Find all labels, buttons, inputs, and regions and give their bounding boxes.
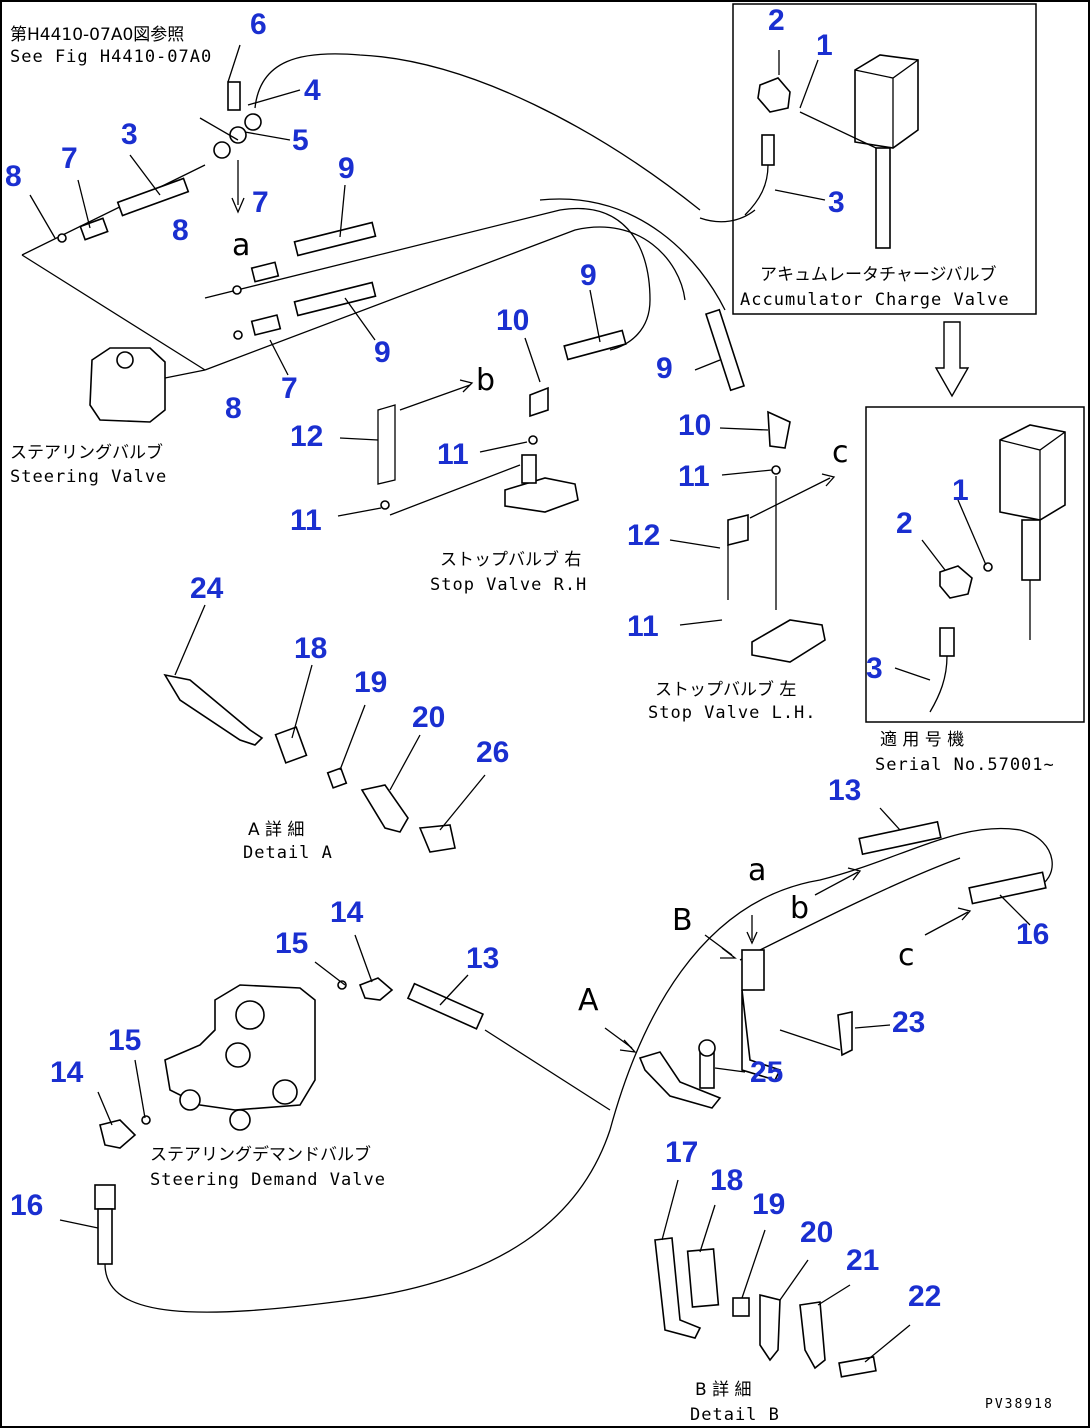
part-number: 7 <box>252 186 269 219</box>
drawing-code: PV38918 <box>985 1397 1054 1412</box>
part-number: 11 <box>290 504 322 537</box>
part-number: 15 <box>108 1024 141 1057</box>
part-number: 15 <box>275 927 308 960</box>
stop-valve-rh-jp: ストップバルブ 右 <box>440 549 581 570</box>
part-number: 17 <box>665 1136 698 1169</box>
part-number: 9 <box>338 152 355 185</box>
see-fig-en: See Fig H4410-07A0 <box>10 47 212 67</box>
part-number: 8 <box>5 160 22 193</box>
stop-valve-lh-en: Stop Valve L.H. <box>648 703 817 723</box>
part-number: 19 <box>752 1188 785 1221</box>
steering-valve-jp: ステアリングバルブ <box>10 442 163 463</box>
detail-b-jp: B 詳 細 <box>695 1380 751 1400</box>
part-number: 14 <box>50 1056 84 1089</box>
part-number: 21 <box>846 1244 879 1277</box>
part-number: 13 <box>466 942 499 975</box>
part-number: 7 <box>281 372 298 405</box>
transition-arrow <box>934 321 970 398</box>
inset-box-serial <box>865 406 1085 723</box>
part-number: 8 <box>172 214 189 247</box>
leader-lines <box>29 44 1031 1363</box>
detail-a-en: Detail A <box>243 843 333 863</box>
part-number: 2 <box>768 4 785 37</box>
annotation-text: 第H4410-07A0図参照 See Fig H4410-07A0 アキュムレー… <box>10 25 1055 1425</box>
part-number: 5 <box>292 124 309 157</box>
serial-variant-drawing <box>929 424 1066 713</box>
part-number: 9 <box>580 259 597 292</box>
part-number: 9 <box>656 352 673 385</box>
part-number: 4 <box>304 74 321 107</box>
part-number: 20 <box>412 701 445 734</box>
lower-piping <box>94 820 1053 1313</box>
part-number: 25 <box>750 1056 783 1089</box>
part-number: 26 <box>476 736 509 769</box>
part-number: 23 <box>892 1006 925 1039</box>
part-number: 2 <box>896 507 913 540</box>
serial-en: Serial No.57001~ <box>875 755 1055 775</box>
part-number: 1 <box>952 474 969 507</box>
part-number: 24 <box>190 572 224 605</box>
part-number: 20 <box>800 1216 833 1249</box>
letter-big-b: B <box>672 903 693 938</box>
part-number: 10 <box>678 409 711 442</box>
part-number: 16 <box>1016 918 1049 951</box>
part-number: 14 <box>330 896 364 929</box>
part-number: 1 <box>816 29 833 62</box>
serial-jp: 適 用 号 機 <box>880 730 964 750</box>
steering-valve-en: Steering Valve <box>10 467 167 487</box>
part-number: 18 <box>710 1164 743 1197</box>
reference-letters: a b c a b c A B <box>232 228 915 1018</box>
letter-c-lower: c <box>898 938 915 973</box>
detail-a-jp: A 詳 細 <box>248 820 304 840</box>
part-number: 12 <box>290 420 323 453</box>
letter-a-upper: a <box>232 228 250 263</box>
part-number: 3 <box>828 186 845 219</box>
part-number: 12 <box>627 519 660 552</box>
part-number: 11 <box>627 610 659 643</box>
part-number: 7 <box>61 142 78 175</box>
part-numbers: 2 1 3 1 2 3 6 4 5 3 7 8 9 7 8 9 10 9 9 7… <box>5 4 1049 1313</box>
detail-b-drawing <box>654 1237 877 1378</box>
part-number: 16 <box>10 1189 43 1222</box>
see-fig-jp: 第H4410-07A0図参照 <box>10 25 184 45</box>
stop-valve-rh-en: Stop Valve R.H <box>430 575 587 595</box>
stop-valve-lh-jp: ストップバルブ 左 <box>655 679 796 700</box>
accum-label-jp: アキュムレータチャージバルブ <box>760 264 996 285</box>
letter-c-upper: c <box>832 435 849 470</box>
part-number: 3 <box>121 118 138 151</box>
stop-valve-rh-drawing <box>377 379 579 516</box>
part-number: 13 <box>828 774 861 807</box>
part-number: 11 <box>678 460 710 493</box>
part-number: 22 <box>908 1280 941 1313</box>
part-number: 6 <box>250 8 267 41</box>
upper-piping <box>21 53 746 423</box>
detail-b-en: Detail B <box>690 1405 780 1425</box>
letter-b-upper: b <box>476 363 495 398</box>
letter-big-a: A <box>578 983 599 1018</box>
demand-valve-en: Steering Demand Valve <box>150 1170 386 1190</box>
letter-a-lower: a <box>748 853 766 888</box>
part-number: 11 <box>437 438 469 471</box>
part-number: 3 <box>866 652 883 685</box>
letter-b-lower: b <box>790 891 809 926</box>
part-number: 9 <box>374 336 391 369</box>
detail-a-drawing <box>163 673 456 853</box>
part-number: 8 <box>225 392 242 425</box>
accumulator-charge-valve-drawing <box>699 54 919 249</box>
part-number: 10 <box>496 304 529 337</box>
inset-box-accumulator <box>732 3 1037 315</box>
accum-label-en: Accumulator Charge Valve <box>740 290 1010 310</box>
part-number: 19 <box>354 666 387 699</box>
part-number: 18 <box>294 632 327 665</box>
stop-valve-lh-drawing <box>727 410 836 663</box>
demand-valve-jp: ステアリングデマンドバルブ <box>150 1144 371 1165</box>
